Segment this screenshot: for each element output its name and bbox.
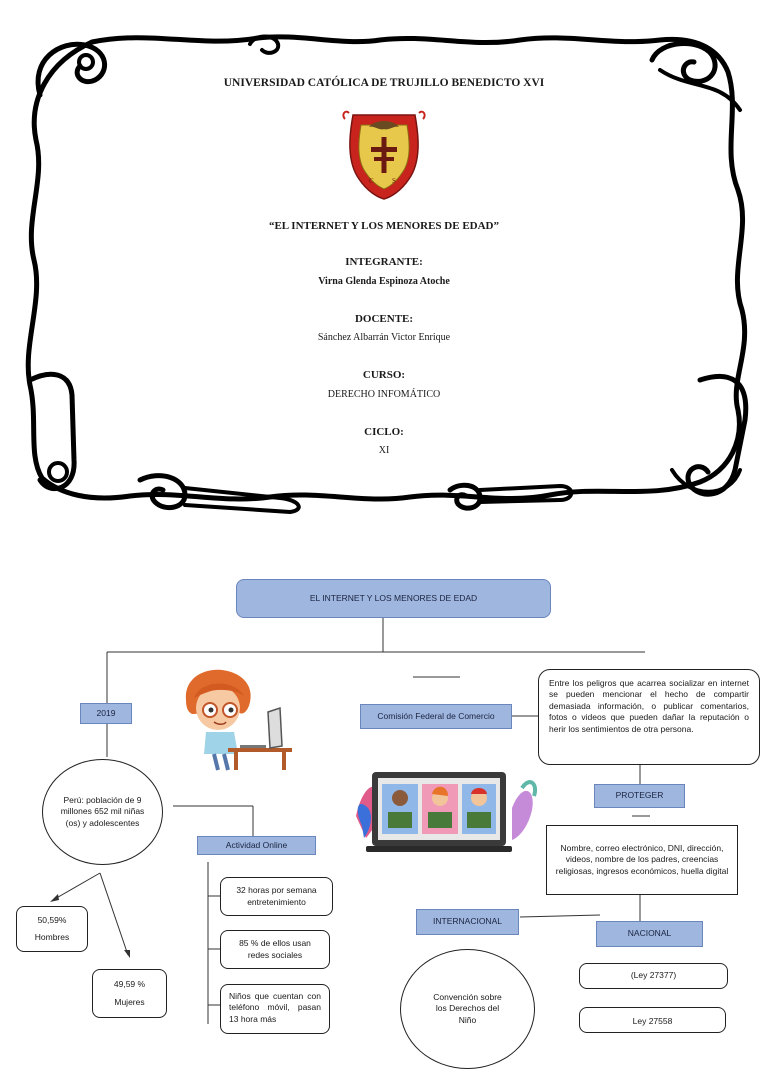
- peligros-text: Entre los peligros que acarrea socializa…: [538, 669, 760, 765]
- nacional: NACIONAL: [596, 921, 703, 947]
- hombres-pct: 50,59%: [38, 915, 67, 926]
- ciclo-label: CICLO:: [184, 426, 584, 439]
- video-call-illustration: [352, 768, 538, 856]
- ciclo-value: XI: [184, 445, 584, 457]
- cover-text: UNIVERSIDAD CATÓLICA DE TRUJILLO BENEDIC…: [0, 0, 768, 530]
- actividad-online: Actividad Online: [197, 836, 316, 855]
- docente-name: Sánchez Albarrán Victor Enrique: [184, 332, 584, 344]
- stat-telefono-movil: Niños que cuentan con teléfono móvil, pa…: [220, 984, 330, 1034]
- internacional: INTERNACIONAL: [416, 909, 519, 935]
- root-concept: EL INTERNET Y LOS MENORES DE EDAD: [236, 579, 551, 618]
- university-name: UNIVERSIDAD CATÓLICA DE TRUJILLO BENEDIC…: [184, 77, 584, 91]
- hombres-label: Hombres: [35, 932, 69, 943]
- convencion-derechos-nino: Convención sobre los Derechos del Niño: [400, 949, 535, 1069]
- curso-name: DERECHO INFOMÁTICO: [184, 389, 584, 401]
- spacer-line: [413, 671, 461, 683]
- datos-personales: Nombre, correo electrónico, DNI, direcci…: [546, 825, 738, 895]
- hombres-box: 50,59% Hombres: [16, 906, 88, 952]
- year-2019: 2019: [80, 703, 132, 724]
- mujeres-box: 49,59 % Mujeres: [92, 969, 167, 1018]
- ley-27377: (Ley 27377): [579, 963, 728, 989]
- integrante-label: INTEGRANTE:: [184, 256, 584, 269]
- stat-entretenimiento: 32 horas por semana entretenimiento: [220, 877, 333, 916]
- mujeres-label: Mujeres: [114, 997, 144, 1008]
- cover-page: UNIVERSIDAD CATÓLICA DE TRUJILLO BENEDIC…: [0, 0, 768, 530]
- child-computer-illustration: [178, 668, 296, 772]
- docente-label: DOCENTE:: [184, 313, 584, 326]
- proteger: PROTEGER: [594, 784, 685, 808]
- stat-redes-sociales: 85 % de ellos usan redes sociales: [220, 930, 330, 969]
- ley-27558: Ley 27558: [579, 1007, 726, 1033]
- document-page: UNIVERSIDAD CATÓLICA DE TRUJILLO BENEDIC…: [0, 0, 768, 1024]
- mujeres-pct: 49,59 %: [114, 979, 145, 990]
- peru-population: Perú: población de 9 millones 652 mil ni…: [42, 759, 163, 865]
- integrante-name: Virna Glenda Espinoza Atoche: [184, 276, 584, 288]
- university-seal-icon: C S: [339, 107, 429, 202]
- curso-label: CURSO:: [184, 369, 584, 382]
- svg-text:S: S: [392, 177, 396, 185]
- cover-title: “EL INTERNET Y LOS MENORES DE EDAD”: [184, 220, 584, 233]
- svg-text:C: C: [369, 177, 374, 185]
- comision-federal: Comisión Federal de Comercio: [360, 704, 512, 729]
